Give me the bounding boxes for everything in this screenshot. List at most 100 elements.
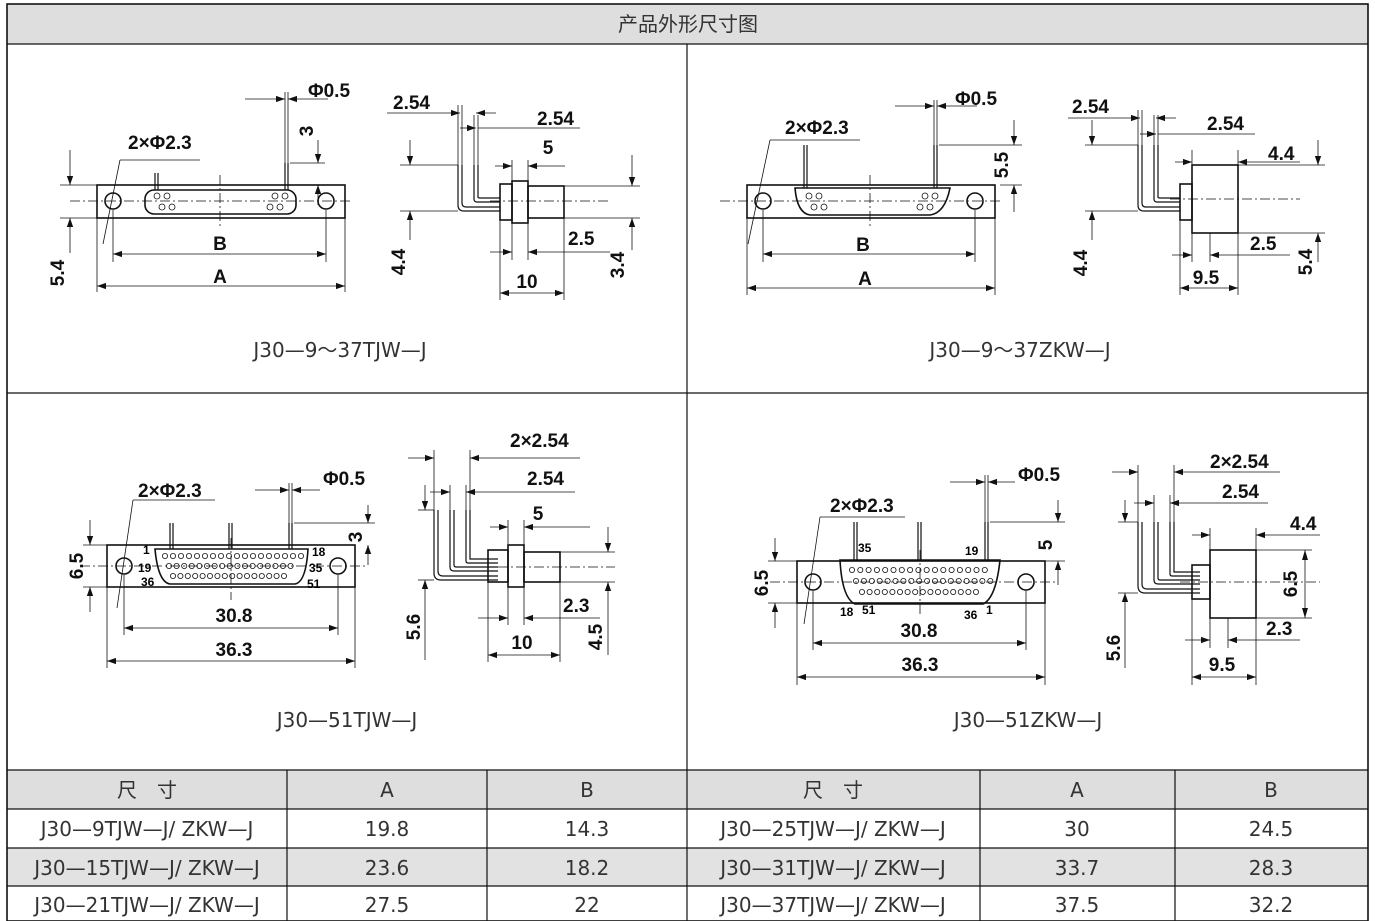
label-hole-dia: 2×Φ2.3 [830,496,894,517]
label-pin-dia: Φ0.5 [1018,465,1060,486]
table-cell-b: 28.3 [1249,856,1294,880]
table-cell-a: 37.5 [1055,893,1100,917]
front-view-zkw: 2×Φ2.3 Φ0.5 5.5 B A [720,89,1022,295]
pin-hole [273,573,280,580]
pin-hole [987,578,994,585]
table-cell-model: J30—37TJW—J/ ZKW—J [718,893,945,917]
table-cell-a: 23.6 [365,856,410,880]
pin-number: 35 [858,541,872,555]
pin-hole [971,578,978,585]
pin-hole [859,589,866,596]
label-pin-length: 3 [346,532,367,543]
pin-hole [956,567,963,574]
panel-caption: J30—9～37ZKW—J [927,338,1110,362]
label-5-6: 5.6 [404,614,425,640]
pin-hole [924,578,931,585]
pin-hole [280,573,287,580]
pin-hole [169,553,176,560]
pin-hole [853,578,860,585]
pin-hole [892,578,899,585]
pin-number: 19 [138,561,152,575]
table-header-a: A [380,778,394,802]
pin-hole [882,567,889,574]
side-view-zkw: 2.54 2.54 4.4 4.4 2.5 9.5 5.4 [1068,97,1325,295]
pin-hole [192,573,199,580]
label-a: 36.3 [902,655,939,676]
label-10: 10 [511,633,532,654]
panel-zkw-51: 2×Φ2.3 Φ0.5 5 6.5 30.8 36.3 35 19 18 51 … [752,452,1320,732]
pin-hole [912,589,919,596]
pin-hole [965,589,972,596]
pin-number: 18 [312,545,326,559]
pin-hole [935,589,942,596]
pin-hole [860,578,867,585]
pin-number: 35 [309,561,323,575]
pin-hole [185,553,192,560]
pin-hole [898,567,905,574]
label-pin-length: 5 [1036,539,1057,550]
label-a: A [858,269,872,290]
pin-number: 51 [862,603,876,617]
table-cell-b: 18.2 [565,856,610,880]
pin-hole [281,553,288,560]
label-2-5: 2.5 [568,229,595,250]
pin-hole [857,567,864,574]
pin-hole [915,567,922,574]
dimension-table: 尺 寸 A B 尺 寸 A B J30—9TJW—J/ ZKW—J 19.8 1… [32,778,1293,917]
pin-hole [273,553,280,560]
pin-hole [177,573,184,580]
table-header-b: B [1264,778,1278,802]
table-row: J30—15TJW—J/ ZKW—J 23.6 18.2 J30—31TJW—J… [32,856,1293,880]
pin-hole [940,567,947,574]
pin-hole [199,573,206,580]
pin-hole [916,578,923,585]
front-view-tjw-51: 2×Φ2.3 Φ0.5 3 6.5 30.8 36.3 1 18 19 35 3… [67,469,375,668]
pin-hole [236,573,243,580]
pin-hole [193,553,200,560]
pin-hole [233,553,240,560]
pin-hole [243,573,250,580]
pin-hole [177,553,184,560]
pin-hole [874,589,881,596]
pin-hole [229,573,236,580]
pin-hole [923,567,930,574]
table-cell-b: 24.5 [1249,817,1294,841]
pin-number: 36 [141,575,155,589]
pin-hole [161,553,168,560]
label-height: 6.5 [67,552,88,579]
pin-hole [214,573,221,580]
pin-hole [234,563,241,570]
pin-number: 1 [143,543,150,557]
pin-hole [900,578,907,585]
pin-hole [932,567,939,574]
pin-hole [866,589,873,596]
table-header-size: 尺 寸 [117,778,177,802]
pin-hole [849,567,856,574]
label-pitch-b: 2.54 [537,109,574,130]
pin-hole [184,573,191,580]
label-6-5: 6.5 [1281,570,1302,597]
pin-number: 1 [986,603,993,617]
label-5-4: 5.4 [1296,248,1317,275]
pin-hole [950,589,957,596]
pin-hole [963,578,970,585]
pin-hole [865,567,872,574]
side-view-tjw-51: 2×2.54 2.54 5 2.3 5.6 10 4.5 [404,431,615,662]
table-row: J30—9TJW—J/ ZKW—J 19.8 14.3 J30—25TJW—J/… [39,817,1294,841]
pin-hole [206,573,213,580]
label-9-5: 9.5 [1193,268,1220,289]
label-4-4: 4.4 [1071,249,1092,276]
pin-hole [904,589,911,596]
label-3-4: 3.4 [608,251,629,278]
label-pin-dia: Φ0.5 [323,469,365,490]
panel-caption: J30—9～37TJW—J [251,338,426,362]
pin-hole [876,578,883,585]
pin-hole [225,553,232,560]
label-9-5: 9.5 [1209,655,1236,676]
pin-hole [258,573,265,580]
panel-tjw-9-37: 2×Φ2.3 Φ0.5 3 B A 5.4 [48,81,640,362]
label-2-5: 2.5 [1250,234,1277,255]
label-hole-dia: 2×Φ2.3 [138,481,202,502]
pin-hole [979,578,986,585]
